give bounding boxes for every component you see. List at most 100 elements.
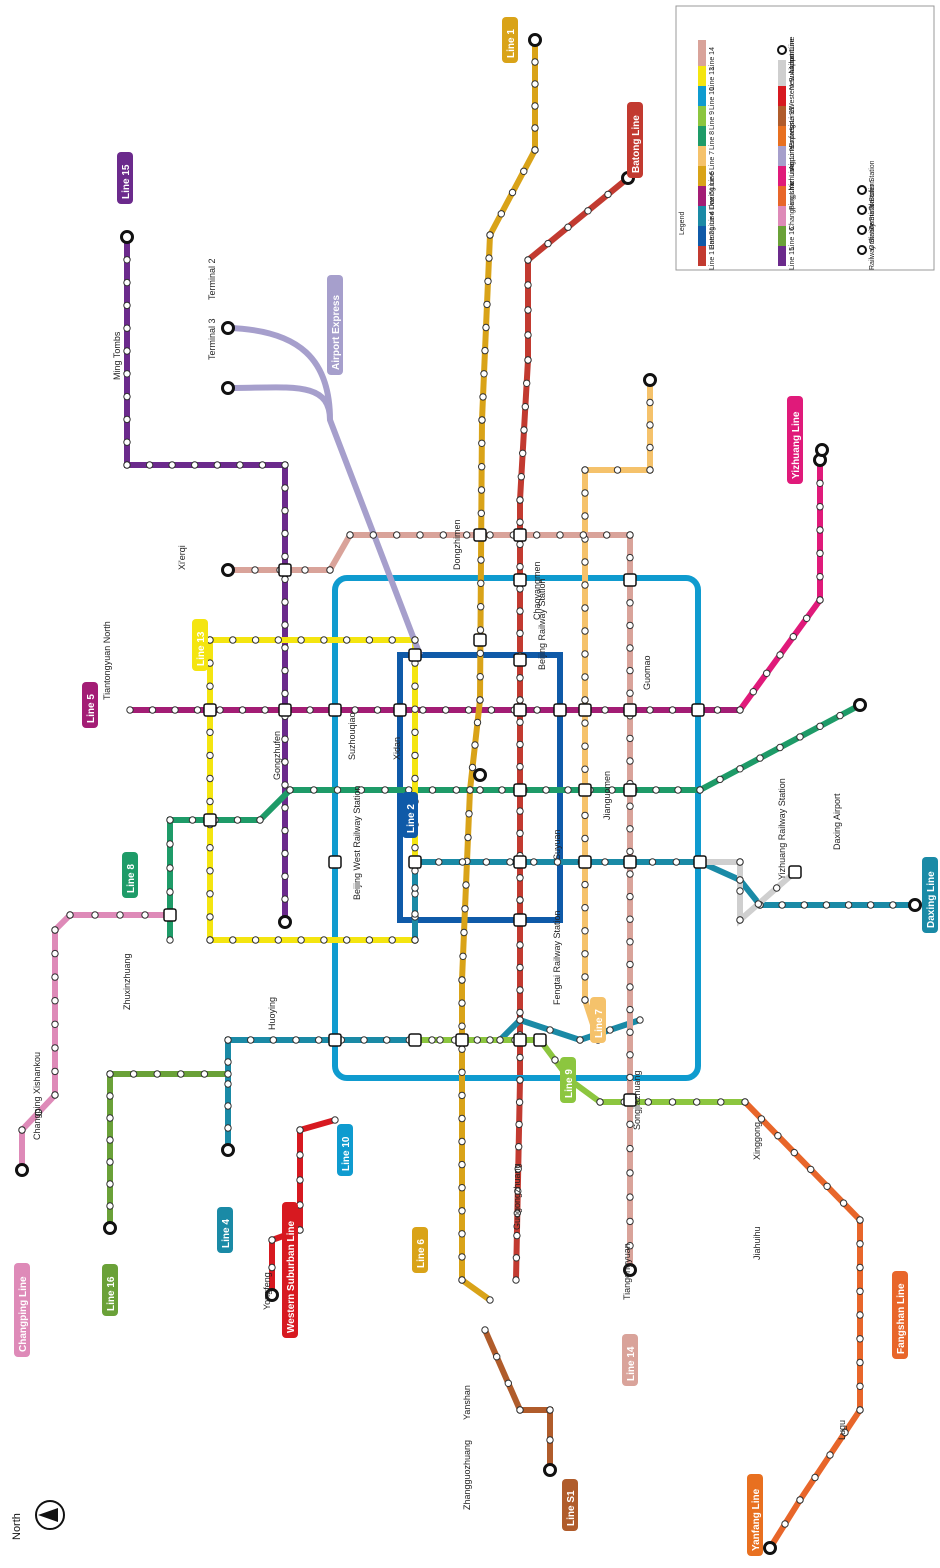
ordinary-station[interactable] — [167, 817, 173, 823]
ordinary-station[interactable] — [602, 707, 608, 713]
ordinary-station[interactable] — [627, 826, 633, 832]
ordinary-station[interactable] — [627, 758, 633, 764]
ordinary-station[interactable] — [483, 859, 489, 865]
ordinary-station[interactable] — [582, 835, 588, 841]
ordinary-station[interactable] — [857, 1241, 863, 1247]
ordinary-station[interactable] — [282, 508, 288, 514]
ordinary-station[interactable] — [394, 532, 400, 538]
ordinary-station[interactable] — [459, 1000, 465, 1006]
ordinary-station[interactable] — [207, 845, 213, 851]
changping-line[interactable] — [22, 915, 170, 1170]
ordinary-station[interactable] — [437, 1037, 443, 1043]
terminal-station[interactable] — [223, 565, 234, 576]
ordinary-station[interactable] — [275, 937, 281, 943]
ordinary-station[interactable] — [627, 1194, 633, 1200]
ordinary-station[interactable] — [513, 1277, 519, 1283]
transfer-station[interactable] — [204, 814, 216, 826]
ordinary-station[interactable] — [857, 1336, 863, 1342]
ordinary-station[interactable] — [282, 736, 288, 742]
ordinary-station[interactable] — [547, 1027, 553, 1033]
transfer-station[interactable] — [692, 704, 704, 716]
ordinary-station[interactable] — [459, 1277, 465, 1283]
ordinary-station[interactable] — [627, 645, 633, 651]
ordinary-station[interactable] — [517, 875, 523, 881]
ordinary-station[interactable] — [298, 637, 304, 643]
ordinary-station[interactable] — [477, 627, 483, 633]
ordinary-station[interactable] — [582, 720, 588, 726]
ordinary-station[interactable] — [669, 1099, 675, 1105]
ordinary-station[interactable] — [485, 278, 491, 284]
ordinary-station[interactable] — [845, 902, 851, 908]
ordinary-station[interactable] — [779, 902, 785, 908]
transfer-station[interactable] — [789, 866, 801, 878]
ordinary-station[interactable] — [479, 440, 485, 446]
ordinary-station[interactable] — [517, 675, 523, 681]
transfer-station[interactable] — [394, 704, 406, 716]
ordinary-station[interactable] — [525, 357, 531, 363]
ordinary-station[interactable] — [460, 953, 466, 959]
ordinary-station[interactable] — [517, 764, 523, 770]
ordinary-station[interactable] — [857, 1383, 863, 1389]
ordinary-station[interactable] — [275, 637, 281, 643]
ordinary-station[interactable] — [478, 580, 484, 586]
ordinary-station[interactable] — [459, 1185, 465, 1191]
ordinary-station[interactable] — [627, 622, 633, 628]
ordinary-station[interactable] — [107, 1181, 113, 1187]
ordinary-station[interactable] — [585, 208, 591, 214]
ordinary-station[interactable] — [531, 859, 537, 865]
ordinary-station[interactable] — [316, 1037, 322, 1043]
ordinary-station[interactable] — [517, 897, 523, 903]
ordinary-station[interactable] — [582, 881, 588, 887]
ordinary-station[interactable] — [384, 1037, 390, 1043]
ordinary-station[interactable] — [194, 707, 200, 713]
ordinary-station[interactable] — [627, 554, 633, 560]
ordinary-station[interactable] — [107, 1137, 113, 1143]
ordinary-station[interactable] — [627, 916, 633, 922]
ordinary-station[interactable] — [259, 462, 265, 468]
ordinary-station[interactable] — [758, 1116, 764, 1122]
ordinary-station[interactable] — [52, 950, 58, 956]
ordinary-station[interactable] — [817, 597, 823, 603]
line-6[interactable] — [462, 40, 535, 1300]
ordinary-station[interactable] — [797, 1497, 803, 1503]
ordinary-station[interactable] — [525, 307, 531, 313]
ordinary-station[interactable] — [124, 279, 130, 285]
ordinary-station[interactable] — [67, 912, 73, 918]
ordinary-station[interactable] — [479, 417, 485, 423]
terminal-station[interactable] — [223, 383, 234, 394]
terminal-station[interactable] — [475, 770, 486, 781]
ordinary-station[interactable] — [479, 464, 485, 470]
ordinary-station[interactable] — [282, 645, 288, 651]
ordinary-station[interactable] — [142, 912, 148, 918]
ordinary-station[interactable] — [582, 628, 588, 634]
ordinary-station[interactable] — [517, 630, 523, 636]
terminal-station[interactable] — [280, 917, 291, 928]
ordinary-station[interactable] — [207, 914, 213, 920]
ordinary-station[interactable] — [225, 1081, 231, 1087]
ordinary-station[interactable] — [207, 937, 213, 943]
ordinary-station[interactable] — [282, 827, 288, 833]
ordinary-station[interactable] — [477, 674, 483, 680]
ordinary-station[interactable] — [52, 1045, 58, 1051]
ordinary-station[interactable] — [757, 755, 763, 761]
ordinary-station[interactable] — [459, 1138, 465, 1144]
ordinary-station[interactable] — [627, 893, 633, 899]
ordinary-station[interactable] — [517, 519, 523, 525]
ordinary-station[interactable] — [361, 1037, 367, 1043]
ordinary-station[interactable] — [857, 1264, 863, 1270]
line-tag[interactable]: Daxing Line — [922, 857, 938, 933]
ordinary-station[interactable] — [107, 1115, 113, 1121]
ordinary-station[interactable] — [298, 937, 304, 943]
ordinary-station[interactable] — [534, 532, 540, 538]
line-tag[interactable]: Line 8 — [122, 852, 138, 898]
ordinary-station[interactable] — [412, 706, 418, 712]
ordinary-station[interactable] — [627, 939, 633, 945]
ordinary-station[interactable] — [669, 707, 675, 713]
ordinary-station[interactable] — [252, 637, 258, 643]
ordinary-station[interactable] — [649, 859, 655, 865]
ordinary-station[interactable] — [481, 371, 487, 377]
ordinary-station[interactable] — [459, 977, 465, 983]
ordinary-station[interactable] — [577, 1037, 583, 1043]
transfer-station[interactable] — [579, 704, 591, 716]
ordinary-station[interactable] — [627, 735, 633, 741]
